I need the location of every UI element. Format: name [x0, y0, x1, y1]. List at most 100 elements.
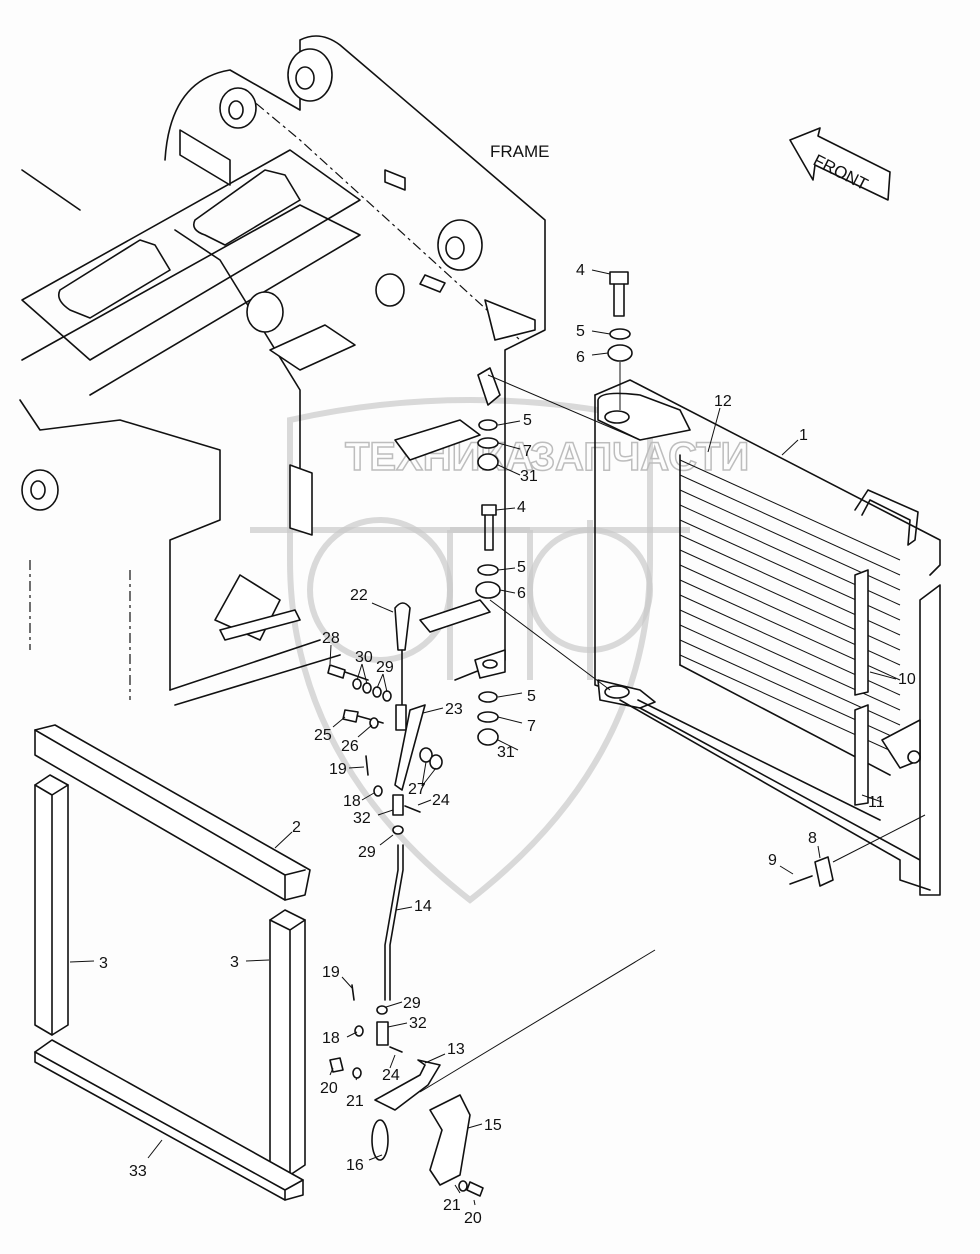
callout-32: 32 [387, 1015, 427, 1032]
front-arrow: FRONT [789, 127, 891, 201]
svg-text:31: 31 [497, 744, 515, 761]
callout-28: 28 [322, 630, 340, 665]
callout-20: 20 [464, 1199, 482, 1227]
svg-text:29: 29 [376, 659, 394, 676]
callout-1: 1 [781, 427, 808, 456]
svg-text:24: 24 [382, 1067, 400, 1084]
callout-5: 5 [497, 559, 526, 576]
watermark-text-right: ЗАПЧАСТИ [530, 435, 749, 479]
callout-24: 24 [382, 1054, 400, 1084]
svg-text:25: 25 [314, 727, 332, 744]
svg-text:20: 20 [464, 1210, 482, 1227]
callout-11: 11 [861, 794, 885, 811]
callout-3: 3 [69, 955, 108, 972]
callout-32: 32 [353, 809, 394, 827]
svg-text:14: 14 [414, 898, 432, 915]
callout-27: 27 [408, 761, 437, 798]
callout-13: 13 [424, 1041, 465, 1064]
callout-12: 12 [707, 393, 732, 453]
callout-31: 31 [497, 464, 538, 485]
svg-text:11: 11 [868, 794, 885, 811]
callout-29: 29 [376, 659, 394, 693]
svg-text:29: 29 [358, 844, 376, 861]
svg-text:4: 4 [576, 262, 585, 279]
svg-text:33: 33 [129, 1163, 147, 1180]
svg-text:3: 3 [230, 954, 239, 971]
svg-text:8: 8 [808, 830, 817, 847]
callout-5: 5 [497, 412, 532, 429]
svg-text:32: 32 [353, 810, 371, 827]
callout-29: 29 [385, 995, 421, 1012]
callout-22: 22 [350, 587, 394, 613]
svg-text:18: 18 [343, 793, 361, 810]
svg-text:9: 9 [768, 852, 777, 869]
svg-text:30: 30 [355, 649, 373, 666]
svg-text:4: 4 [517, 499, 526, 516]
callout-19: 19 [322, 964, 353, 989]
svg-text:5: 5 [576, 323, 585, 340]
svg-text:26: 26 [341, 738, 359, 755]
callout-8: 8 [808, 830, 821, 859]
callout-2: 2 [274, 819, 301, 849]
svg-text:1: 1 [799, 427, 808, 444]
svg-text:6: 6 [576, 349, 585, 366]
svg-text:24: 24 [432, 792, 450, 809]
watermark: ТЕХНИКА ЗАПЧАСТИ [250, 397, 750, 904]
lower-hinge-stack [419, 504, 611, 746]
callout-26: 26 [341, 724, 373, 755]
svg-text:18: 18 [322, 1030, 340, 1047]
callout-14: 14 [395, 898, 432, 915]
callout-9: 9 [768, 852, 794, 875]
callout-4: 4 [576, 262, 611, 279]
callout-33: 33 [129, 1139, 163, 1180]
callout-20: 20 [320, 1067, 338, 1097]
svg-text:28: 28 [322, 630, 340, 647]
svg-text:7: 7 [527, 718, 536, 735]
callout-31: 31 [497, 739, 519, 761]
callout-5: 5 [497, 688, 536, 705]
svg-text:5: 5 [527, 688, 536, 705]
svg-text:21: 21 [443, 1197, 461, 1214]
callout-18: 18 [322, 1030, 358, 1047]
svg-text:23: 23 [445, 701, 463, 718]
svg-text:19: 19 [329, 761, 347, 778]
svg-text:29: 29 [403, 995, 421, 1012]
svg-text:2: 2 [292, 819, 301, 836]
svg-text:13: 13 [447, 1041, 465, 1058]
svg-text:21: 21 [346, 1093, 364, 1110]
svg-text:5: 5 [523, 412, 532, 429]
svg-text:6: 6 [517, 585, 526, 602]
callout-25: 25 [314, 716, 346, 744]
svg-text:7: 7 [523, 443, 532, 460]
svg-text:32: 32 [409, 1015, 427, 1032]
callouts: 4 5 6 12 1 5 7 31 4 5 6 22 28 30 29 10 5… [69, 262, 916, 1227]
svg-text:3: 3 [99, 955, 108, 972]
lever-linkage [327, 602, 443, 1001]
callout-29: 29 [358, 834, 394, 861]
callout-7: 7 [497, 442, 532, 460]
svg-text:27: 27 [408, 781, 426, 798]
svg-text:15: 15 [484, 1117, 502, 1134]
grille-assembly [594, 379, 941, 896]
svg-text:16: 16 [346, 1157, 364, 1174]
svg-text:5: 5 [517, 559, 526, 576]
callout-16: 16 [346, 1154, 383, 1174]
callout-23: 23 [422, 701, 463, 718]
callout-5: 5 [576, 323, 611, 340]
callout-21: 21 [443, 1184, 461, 1214]
callout-21: 21 [346, 1077, 364, 1110]
pedal-assembly [329, 949, 656, 1197]
machine-frame [19, 35, 546, 706]
callout-18: 18 [343, 792, 375, 810]
callout-30: 30 [355, 649, 373, 685]
upper-hinge-stack [394, 271, 641, 471]
svg-text:22: 22 [350, 587, 368, 604]
frame-label: FRAME [490, 142, 550, 161]
svg-text:20: 20 [320, 1080, 338, 1097]
callout-24: 24 [417, 792, 450, 809]
seal-strips [34, 724, 311, 1201]
svg-text:31: 31 [520, 468, 538, 485]
callout-6: 6 [576, 349, 609, 366]
callout-6: 6 [499, 585, 526, 602]
